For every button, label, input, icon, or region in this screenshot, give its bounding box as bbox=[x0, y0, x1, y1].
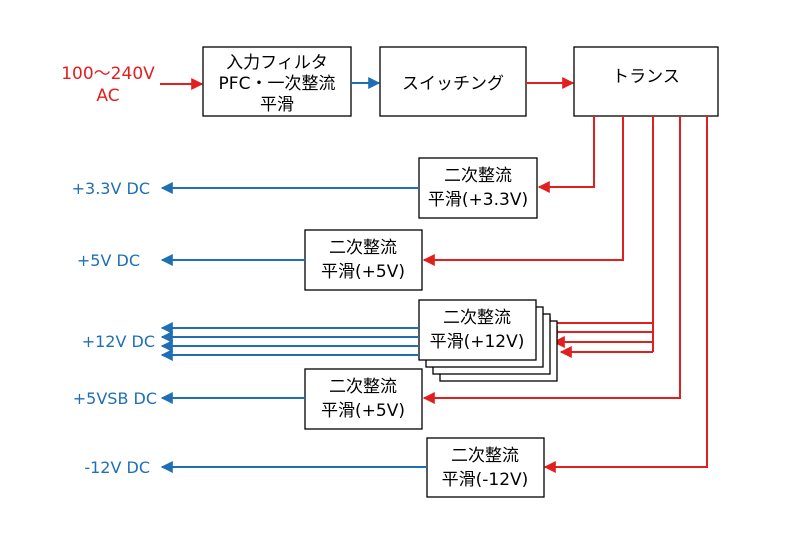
transformer-feed-lines bbox=[422, 116, 708, 473]
input-voltage-label: 100～240V bbox=[61, 64, 155, 84]
feed-5v bbox=[422, 116, 624, 266]
filter-line-1: 入力フィルタ bbox=[226, 53, 328, 73]
rectifier-3v3-line2: 平滑(+3.3V) bbox=[428, 190, 528, 210]
rectifier-5vsb-line2: 平滑(+5V) bbox=[321, 401, 405, 421]
rectifier-12v-layer-1 bbox=[418, 299, 537, 361]
rectifier-5v-line2: 平滑(+5V) bbox=[321, 262, 405, 282]
filter-line-3: 平滑 bbox=[260, 95, 294, 115]
output-3v3-label: +3.3V DC bbox=[72, 179, 150, 198]
output-lines bbox=[160, 182, 427, 473]
rectifier-neg12v-line1: 二次整流 bbox=[451, 446, 519, 466]
rectifier-5v-line1: 二次整流 bbox=[329, 238, 397, 258]
feed-5vsb bbox=[422, 116, 681, 404]
switching-label: スイッチング bbox=[402, 74, 504, 94]
filter-line-2: PFC・一次整流 bbox=[219, 74, 336, 94]
transformer-block: トランス bbox=[573, 46, 719, 117]
input-type-label: AC bbox=[96, 86, 119, 106]
output-5v-label: +5V DC bbox=[77, 251, 140, 270]
rectifier-neg12v: 二次整流 平滑(-12V) bbox=[426, 437, 545, 498]
output-5vsb-label: +5VSB DC bbox=[73, 389, 157, 408]
rectifier-3v3: 二次整流 平滑(+3.3V) bbox=[418, 157, 538, 219]
switching-block: スイッチング bbox=[379, 46, 527, 117]
rectifier-12v-stack: 二次整流 平滑(+12V) bbox=[418, 299, 558, 382]
rectifier-neg12v-line2: 平滑(-12V) bbox=[442, 470, 529, 490]
filter-block: 入力フィルタ PFC・一次整流 平滑 bbox=[202, 46, 352, 117]
rectifier-5v: 二次整流 平滑(+5V) bbox=[304, 229, 423, 291]
rectifier-3v3-line1: 二次整流 bbox=[444, 166, 512, 186]
rectifier-12v-line1: 二次整流 bbox=[443, 308, 511, 328]
feed-neg12v bbox=[543, 116, 708, 473]
output-12v-label: +12V DC bbox=[82, 332, 155, 351]
rectifier-5vsb: 二次整流 平滑(+5V) bbox=[304, 368, 423, 430]
rectifier-5vsb-line1: 二次整流 bbox=[329, 377, 397, 397]
feed-3v3 bbox=[537, 116, 595, 193]
rectifier-12v-line2: 平滑(+12V) bbox=[430, 332, 525, 352]
transformer-label: トランス bbox=[612, 67, 680, 87]
output-neg12v-label: -12V DC bbox=[84, 458, 150, 477]
